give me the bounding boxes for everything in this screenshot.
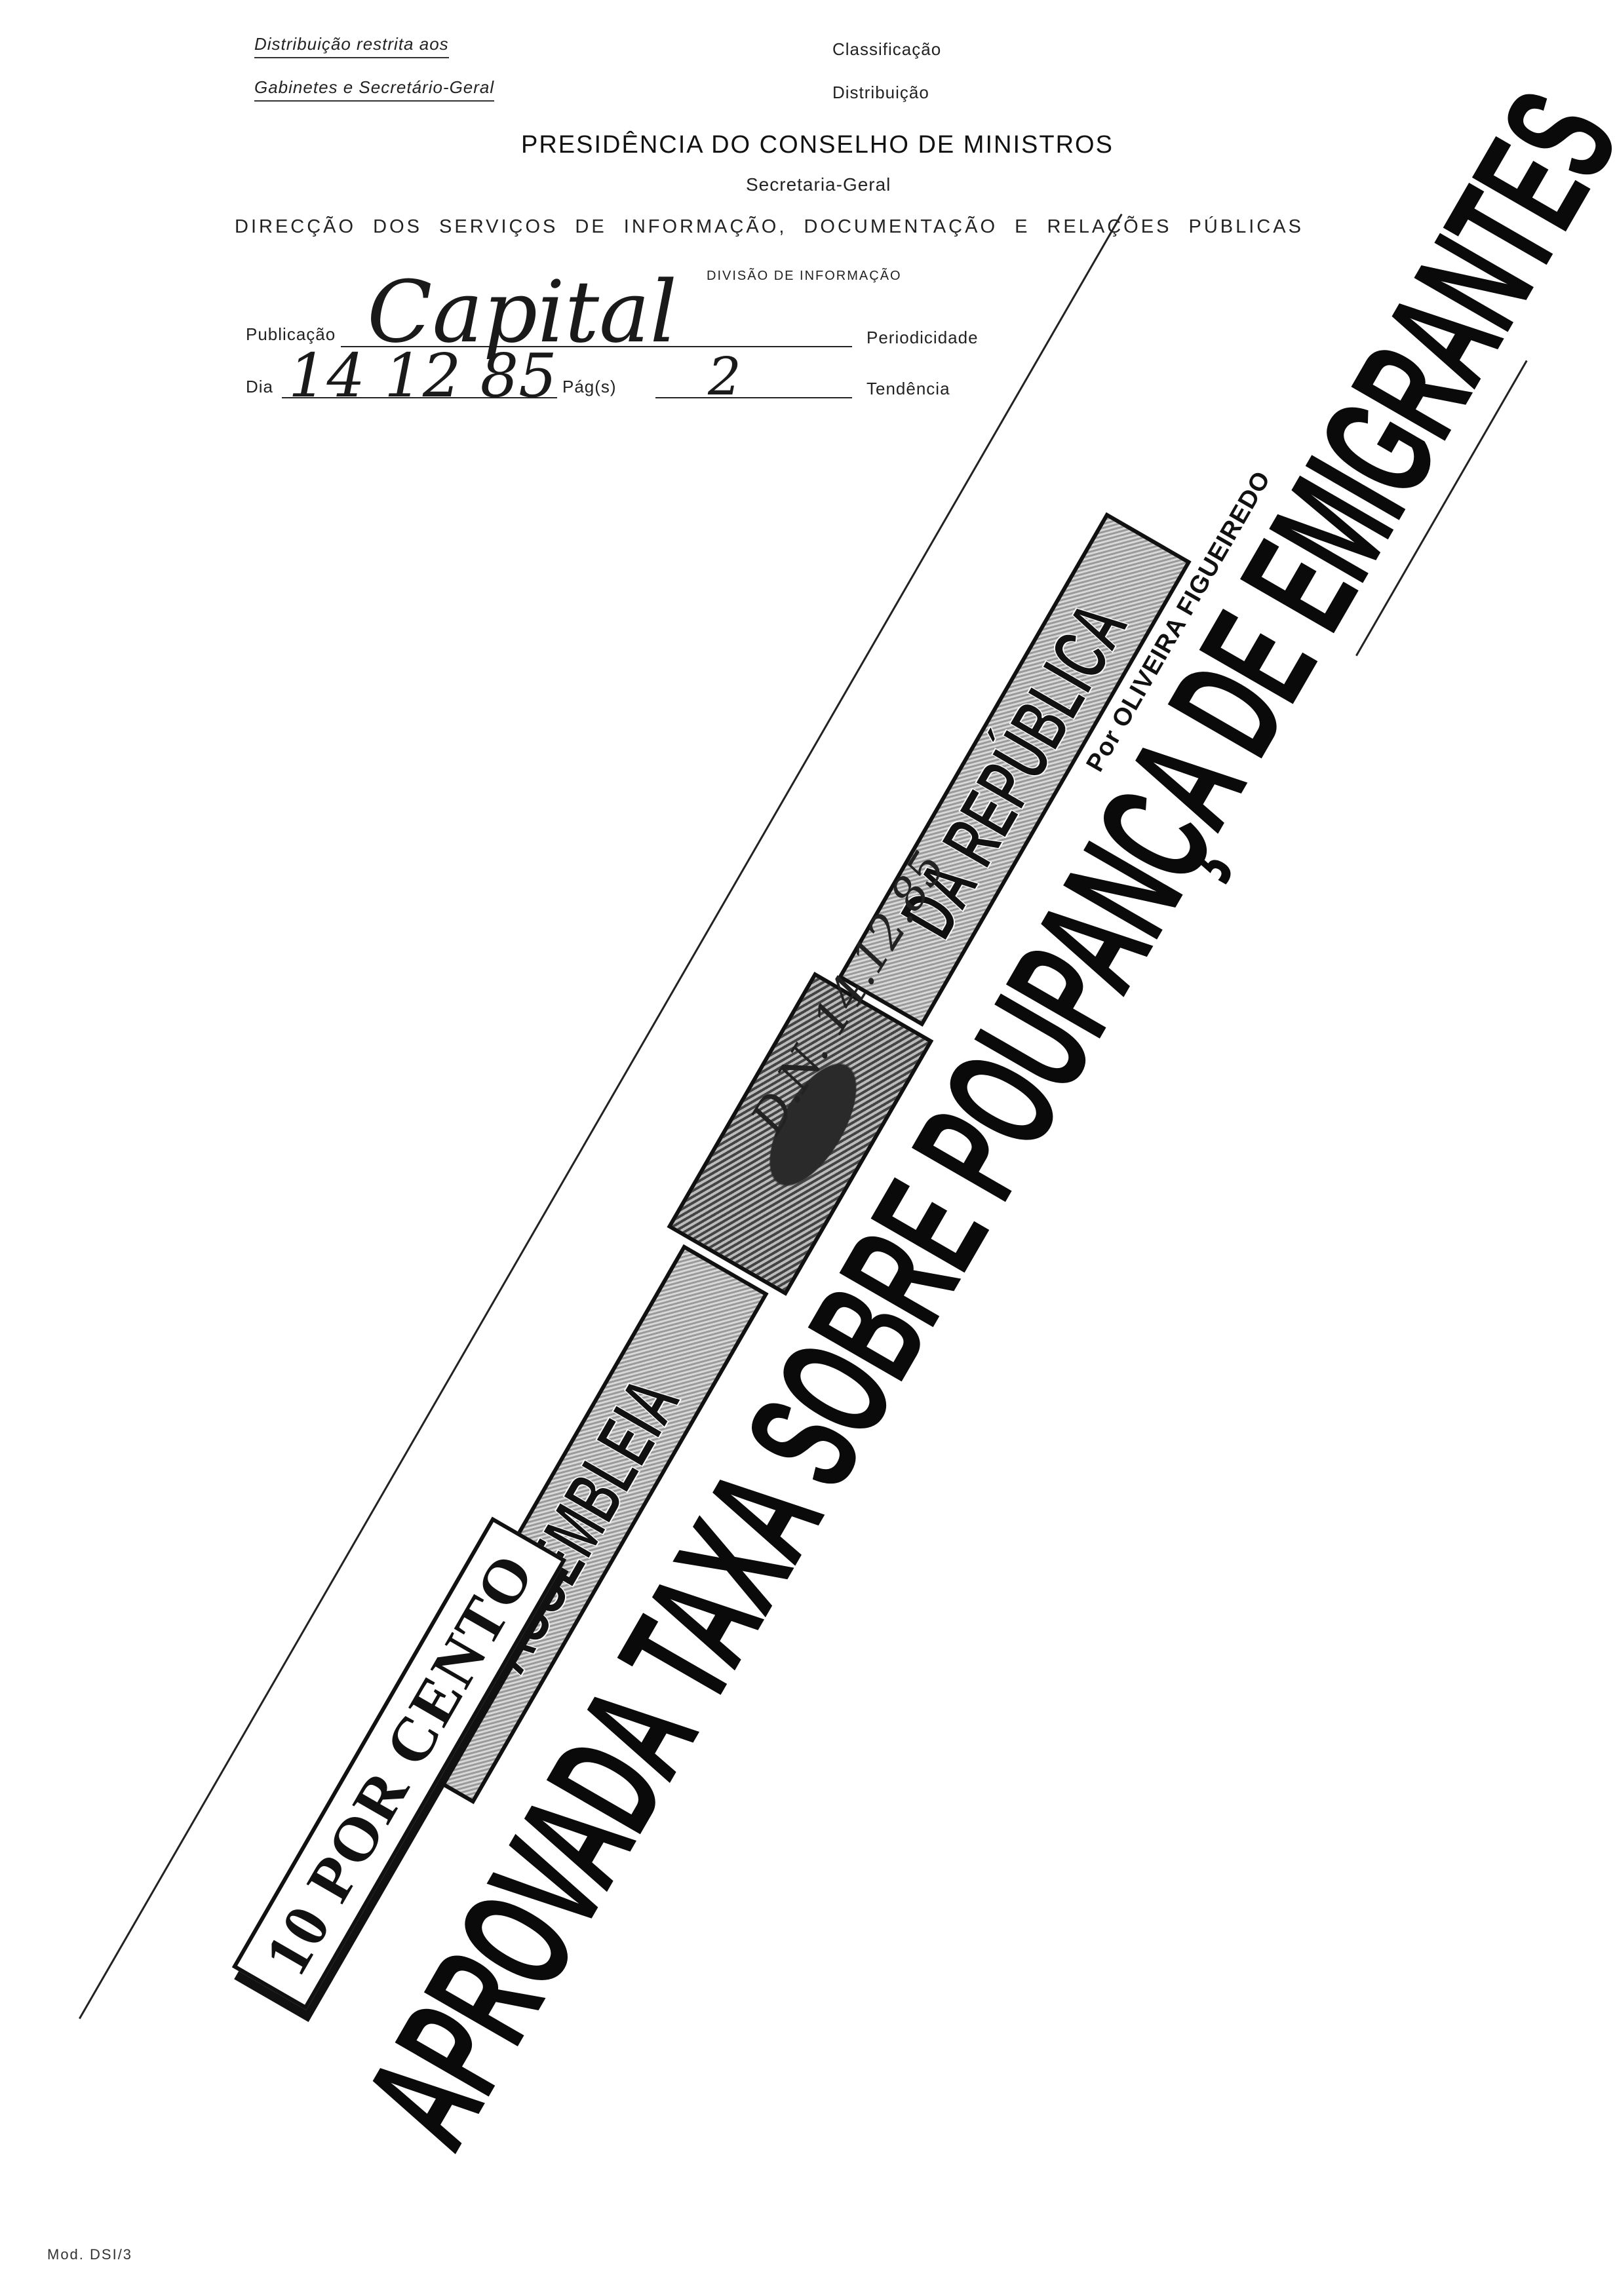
divisao-heading: DIVISÃO DE INFORMAÇÃO bbox=[707, 269, 902, 283]
direccao-heading: DIRECÇÃO DOS SERVIÇOS DE INFORMAÇÃO, DOC… bbox=[235, 216, 1304, 237]
secretaria-geral-heading: Secretaria-Geral bbox=[746, 174, 891, 195]
distribution-restricted-line-1: Distribuição restrita aos bbox=[254, 34, 449, 58]
dia-field-line bbox=[282, 397, 557, 398]
publicacao-handwritten-value: Capital bbox=[367, 262, 678, 362]
publicacao-label: Publicação bbox=[246, 324, 336, 344]
dia-handwritten-value: 14 12 85 bbox=[288, 341, 557, 411]
presidencia-heading: PRESIDÊNCIA DO CONSELHO DE MINISTROS bbox=[521, 131, 1114, 159]
classificacao-label: Classificação bbox=[832, 39, 942, 59]
form-model-label: Mod. DSI/3 bbox=[47, 2246, 133, 2263]
pags-label: Pág(s) bbox=[562, 377, 617, 396]
dia-label: Dia bbox=[246, 377, 274, 396]
periodicidade-label: Periodicidade bbox=[866, 328, 979, 347]
distribution-restricted-line-2: Gabinetes e Secretário-Geral bbox=[254, 77, 495, 102]
pags-handwritten-value: 2 bbox=[708, 346, 741, 407]
tendencia-label: Tendência bbox=[866, 379, 950, 398]
distribuicao-label: Distribuição bbox=[832, 83, 929, 102]
pags-field-line bbox=[655, 397, 852, 398]
publicacao-field-line bbox=[341, 346, 852, 347]
